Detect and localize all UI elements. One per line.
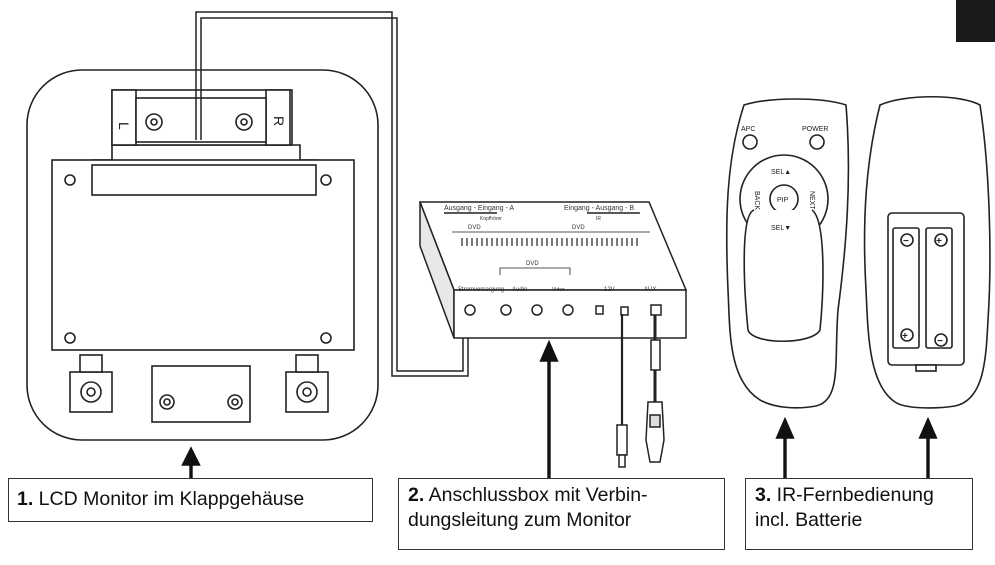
- caption-monitor-text: LCD Monitor im Klappgehäuse: [33, 488, 305, 510]
- caption-box: 2. Anschlussbox mit Verbin- dungsleitung…: [398, 478, 725, 550]
- remote-dpad-right: NEXT: [808, 191, 815, 210]
- corner-tab: [956, 0, 995, 42]
- box-label-top-right-sub: DVD: [572, 225, 585, 231]
- box-label-top-left: Ausgang - Eingang - A: [444, 205, 514, 212]
- caption-remote-line1: IR-Fernbedienung: [771, 484, 934, 506]
- remote-dpad-left: BACK: [753, 191, 760, 210]
- polarity-plus-icon: +: [902, 331, 908, 342]
- port-label-aux: AUX: [644, 287, 656, 293]
- polarity-plus-icon: +: [936, 236, 942, 247]
- port-label-video: Video: [552, 287, 565, 293]
- box-label-top-right-sub2: IR: [596, 216, 601, 222]
- box-cables: [616, 314, 665, 468]
- connection-box: [418, 201, 688, 339]
- polarity-minus-icon: −: [903, 236, 909, 247]
- remote-front: [725, 98, 850, 409]
- caption-box-number: 2.: [408, 484, 425, 506]
- connection-cable: [195, 11, 469, 377]
- remote-dpad-center: PIP: [777, 197, 789, 204]
- box-label-middle: DVD: [526, 261, 539, 267]
- caption-monitor-number: 1.: [17, 488, 34, 510]
- monitor-left-label: L: [116, 122, 132, 130]
- caption-monitor: 1. LCD Monitor im Klappgehäuse: [8, 478, 373, 522]
- caption-box-line1: Anschlussbox mit Verbin-: [424, 484, 648, 506]
- remote-apc-label: APC: [741, 126, 755, 133]
- caption-remote: 3. IR-Fernbedienung incl. Batterie: [745, 478, 973, 550]
- lcd-monitor-housing: [26, 69, 379, 441]
- arrow-remote-front-head: [775, 416, 795, 439]
- box-label-top-left-sub2: Kopfhörer: [480, 216, 502, 222]
- caption-remote-number: 3.: [755, 484, 772, 506]
- port-label-power: Stromversorgung: [458, 287, 504, 293]
- remote-dpad-up: SEL▲: [771, 169, 791, 176]
- box-label-top-left-sub: DVD: [468, 225, 481, 231]
- polarity-minus-icon: −: [937, 336, 943, 347]
- monitor-right-label: R: [271, 116, 287, 126]
- remote-dpad-down: SEL▼: [771, 225, 791, 232]
- remote-power-label: POWER: [802, 126, 828, 133]
- arrow-monitor-head: [181, 446, 201, 466]
- caption-remote-line2: incl. Batterie: [755, 509, 863, 531]
- battery-polarity: − + + −: [902, 236, 943, 347]
- arrow-box-head: [539, 339, 559, 362]
- box-label-top-right: Eingang - Ausgang - B: [564, 205, 634, 212]
- pin-strip: [461, 238, 638, 246]
- port-label-12v: 12V: [604, 287, 615, 293]
- caption-box-line2: dungsleitung zum Monitor: [408, 509, 632, 531]
- port-label-audio: Audio: [512, 287, 528, 293]
- remote-back: [863, 96, 991, 409]
- arrow-remote-back-head: [918, 416, 938, 439]
